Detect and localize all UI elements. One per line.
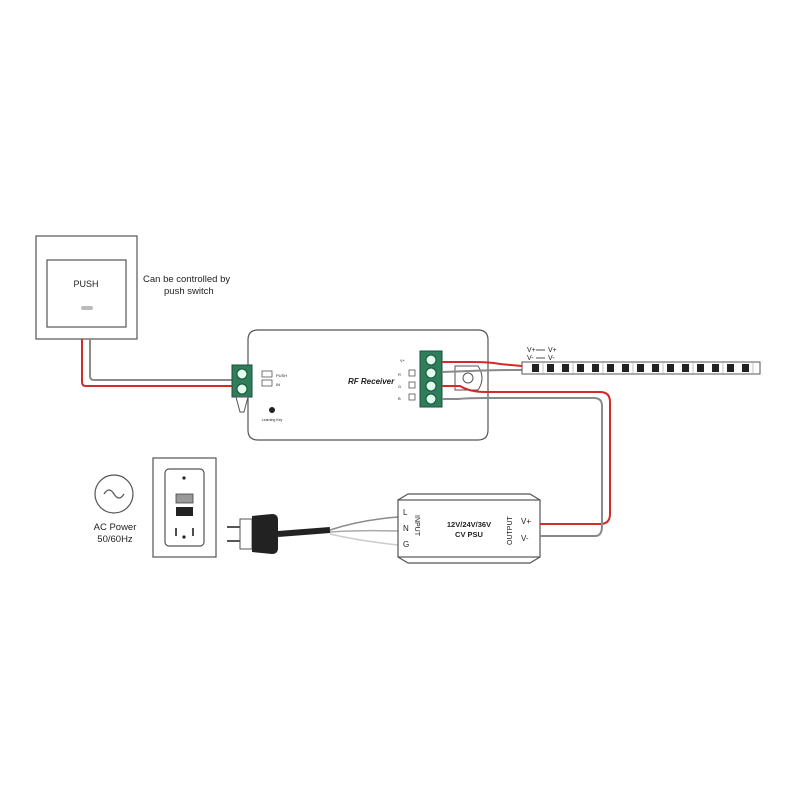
- receiver-terminal-label-r: R: [398, 372, 401, 377]
- led-chips: [532, 363, 754, 373]
- ac-power-symbol: [94, 474, 134, 514]
- led-chip: [667, 364, 674, 372]
- led-chip: [742, 364, 749, 372]
- receiver-input-terminal: [231, 364, 253, 413]
- receiver-terminal-label-g: G: [398, 384, 401, 389]
- led-chip: [652, 364, 659, 372]
- led-chip: [577, 364, 584, 372]
- strip-label-vminus-right: V-: [548, 355, 555, 362]
- power-plug: [227, 514, 278, 554]
- psu-output-vplus: V+: [521, 517, 531, 526]
- push-switch-note-line1: Can be controlled by: [143, 274, 230, 285]
- receiver-output-terminal: [419, 350, 443, 408]
- learning-key-button[interactable]: [269, 407, 275, 413]
- led-chip: [532, 364, 539, 372]
- strip-label-vplus-right: V+: [548, 347, 557, 354]
- led-chip: [697, 364, 704, 372]
- cv-psu: [397, 493, 541, 564]
- psu-to-receiver-wires: [442, 385, 611, 537]
- receiver-small-label-push: PUSH: [276, 373, 287, 378]
- push-switch-wires: [81, 339, 232, 387]
- receiver-title: RF Receiver: [348, 377, 395, 386]
- push-button-label: PUSH: [73, 279, 98, 289]
- wall-outlet: [152, 457, 217, 558]
- led-chip: [622, 364, 629, 372]
- psu-terminal-l: L: [403, 508, 408, 517]
- led-chip: [637, 364, 644, 372]
- psu-output-vminus: V-: [521, 534, 529, 543]
- led-chip: [547, 364, 554, 372]
- psu-output-label: OUTPUT: [507, 516, 514, 546]
- psu-model-line2: CV PSU: [455, 530, 483, 539]
- power-cord-wires: [277, 516, 399, 546]
- led-chip: [607, 364, 614, 372]
- receiver-terminal-label-b: B: [398, 396, 401, 401]
- ac-power-label: AC Power: [94, 522, 137, 533]
- led-chip: [712, 364, 719, 372]
- learning-key-label: Learning Key: [262, 418, 283, 422]
- strip-label-vminus-left: V-: [527, 355, 534, 362]
- led-chip: [592, 364, 599, 372]
- ac-frequency-label: 50/60Hz: [97, 534, 133, 545]
- strip-label-arrows: [536, 349, 545, 359]
- push-indicator: [81, 306, 93, 310]
- psu-terminal-g: G: [403, 540, 409, 549]
- push-switch-note-line2: push switch: [164, 286, 214, 297]
- led-chip: [562, 364, 569, 372]
- strip-label-vplus-left: V+: [527, 347, 536, 354]
- psu-input-label: INPUT: [413, 515, 420, 537]
- receiver-to-strip-wires: [441, 361, 523, 373]
- push-button[interactable]: [46, 259, 127, 328]
- led-chip: [727, 364, 734, 372]
- push-switch: PUSH: [35, 235, 138, 340]
- led-strip: [521, 361, 761, 375]
- receiver-terminal-label-vplus: V+: [400, 358, 406, 363]
- receiver-small-label-in: IN: [276, 382, 280, 387]
- psu-model-line1: 12V/24V/36V: [447, 520, 491, 529]
- psu-terminal-n: N: [403, 524, 409, 533]
- led-chip: [682, 364, 689, 372]
